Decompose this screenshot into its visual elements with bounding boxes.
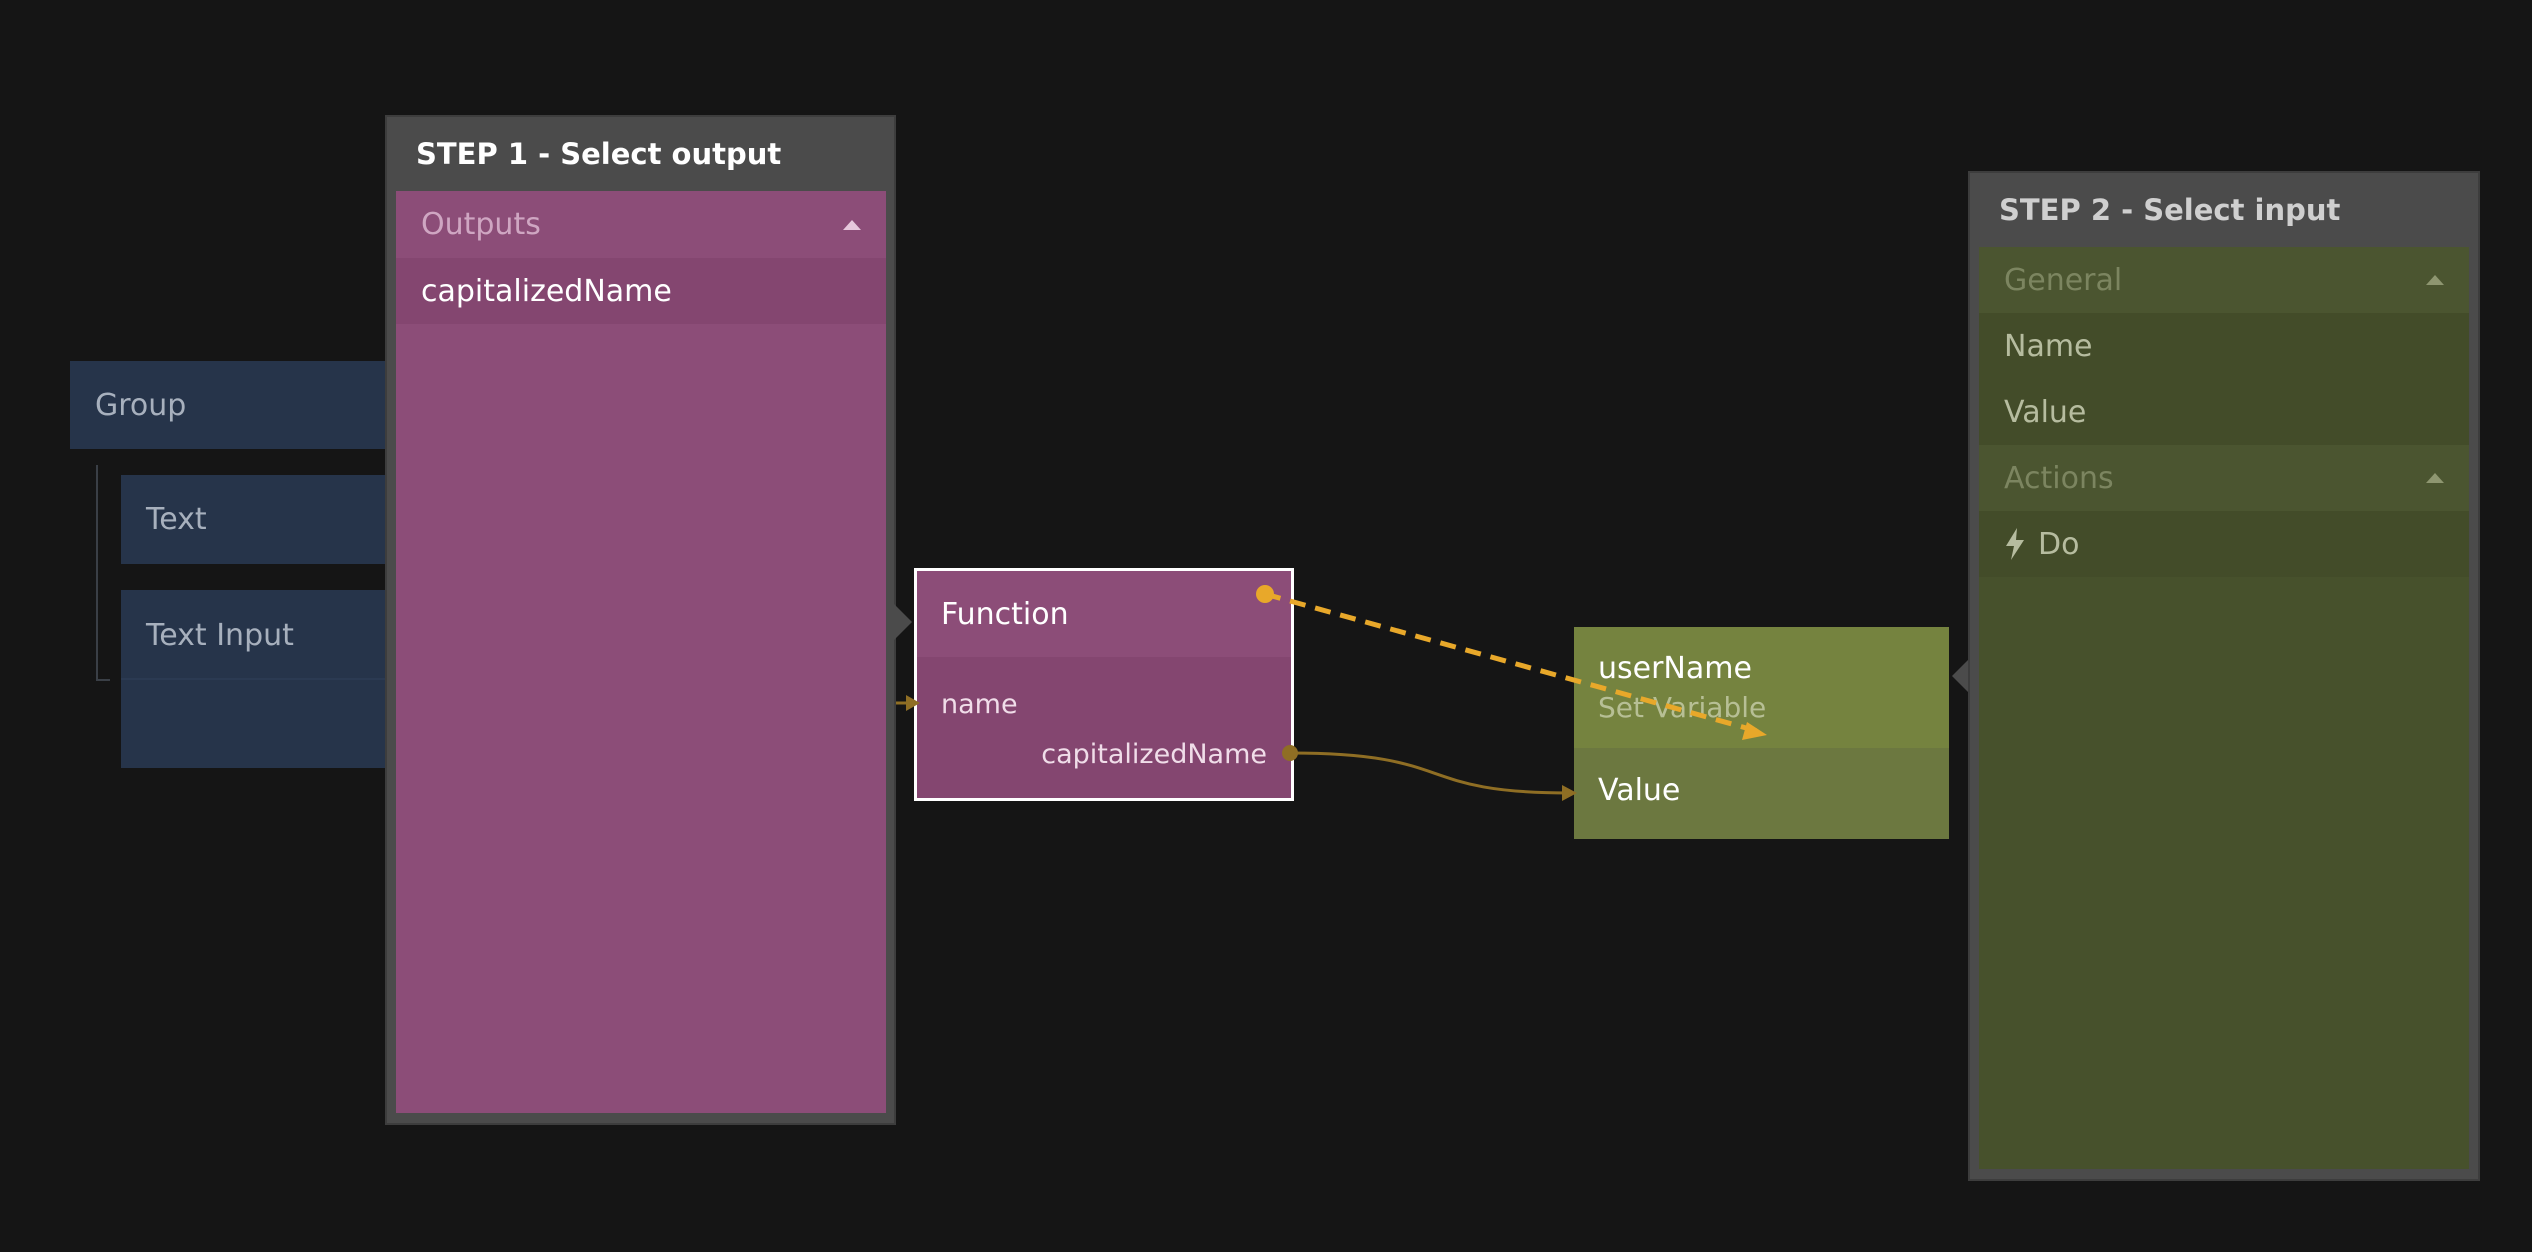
output-item-capitalizedname[interactable]: capitalizedName: [396, 258, 886, 324]
set-variable-node[interactable]: userName Set Variable Value: [1574, 627, 1949, 839]
function-node-header[interactable]: Function: [917, 571, 1291, 657]
output-item-label: capitalizedName: [421, 273, 672, 309]
tree-connector-tick: [96, 679, 110, 681]
general-section-label: General: [2004, 262, 2123, 298]
collapse-caret-icon[interactable]: [843, 219, 861, 230]
step2-title: STEP 2 - Select input: [1999, 193, 2341, 227]
general-section-header[interactable]: General: [1979, 247, 2469, 313]
outputs-section-header[interactable]: Outputs: [396, 191, 886, 258]
set-variable-input-port-value[interactable]: Value: [1598, 773, 1681, 808]
actions-section-header[interactable]: Actions: [1979, 445, 2469, 511]
tree-node-label: Text: [146, 502, 207, 537]
function-node[interactable]: Function name capitalizedName: [914, 568, 1294, 801]
tree-connector-line: [96, 465, 110, 681]
input-item-label: Name: [2004, 328, 2093, 364]
input-item-name[interactable]: Name: [1979, 313, 2469, 379]
lightning-icon: [2006, 528, 2024, 560]
input-item-label: Value: [2004, 394, 2087, 430]
set-variable-node-subtitle: Set Variable: [1598, 691, 1767, 724]
step2-body: General Name Value Actions Do: [1979, 247, 2469, 1169]
input-item-label: Do: [2038, 526, 2080, 562]
outputs-section-label: Outputs: [421, 207, 541, 242]
function-node-title: Function: [941, 596, 1069, 632]
tree-node-text[interactable]: Text: [121, 475, 390, 564]
tree-node-label: Text Input: [146, 618, 294, 653]
set-variable-node-title: userName: [1598, 651, 1752, 686]
function-input-port-name[interactable]: name: [941, 689, 1018, 720]
step1-title: STEP 1 - Select output: [416, 137, 782, 171]
step2-panel[interactable]: STEP 2 - Select input General Name Value…: [1970, 173, 2478, 1179]
set-variable-node-header[interactable]: userName Set Variable: [1574, 627, 1949, 748]
step1-panel-notch: [894, 604, 912, 640]
function-output-port-capitalizedname[interactable]: capitalizedName: [1041, 739, 1267, 770]
capitalizedname-to-value-wire: [1289, 751, 1571, 795]
collapse-caret-icon[interactable]: [2426, 473, 2444, 483]
step2-panel-notch: [1952, 658, 1970, 694]
actions-section-label: Actions: [2004, 460, 2114, 496]
tree-node-divider: [121, 678, 390, 680]
tree-node-group[interactable]: Group: [70, 361, 390, 449]
input-item-do[interactable]: Do: [1979, 511, 2469, 577]
step1-body: Outputs capitalizedName: [396, 191, 886, 1113]
tree-node-label: Group: [95, 387, 187, 423]
collapse-caret-icon[interactable]: [2426, 275, 2444, 285]
step1-panel[interactable]: STEP 1 - Select output Outputs capitaliz…: [387, 117, 894, 1123]
input-item-value[interactable]: Value: [1979, 379, 2469, 445]
